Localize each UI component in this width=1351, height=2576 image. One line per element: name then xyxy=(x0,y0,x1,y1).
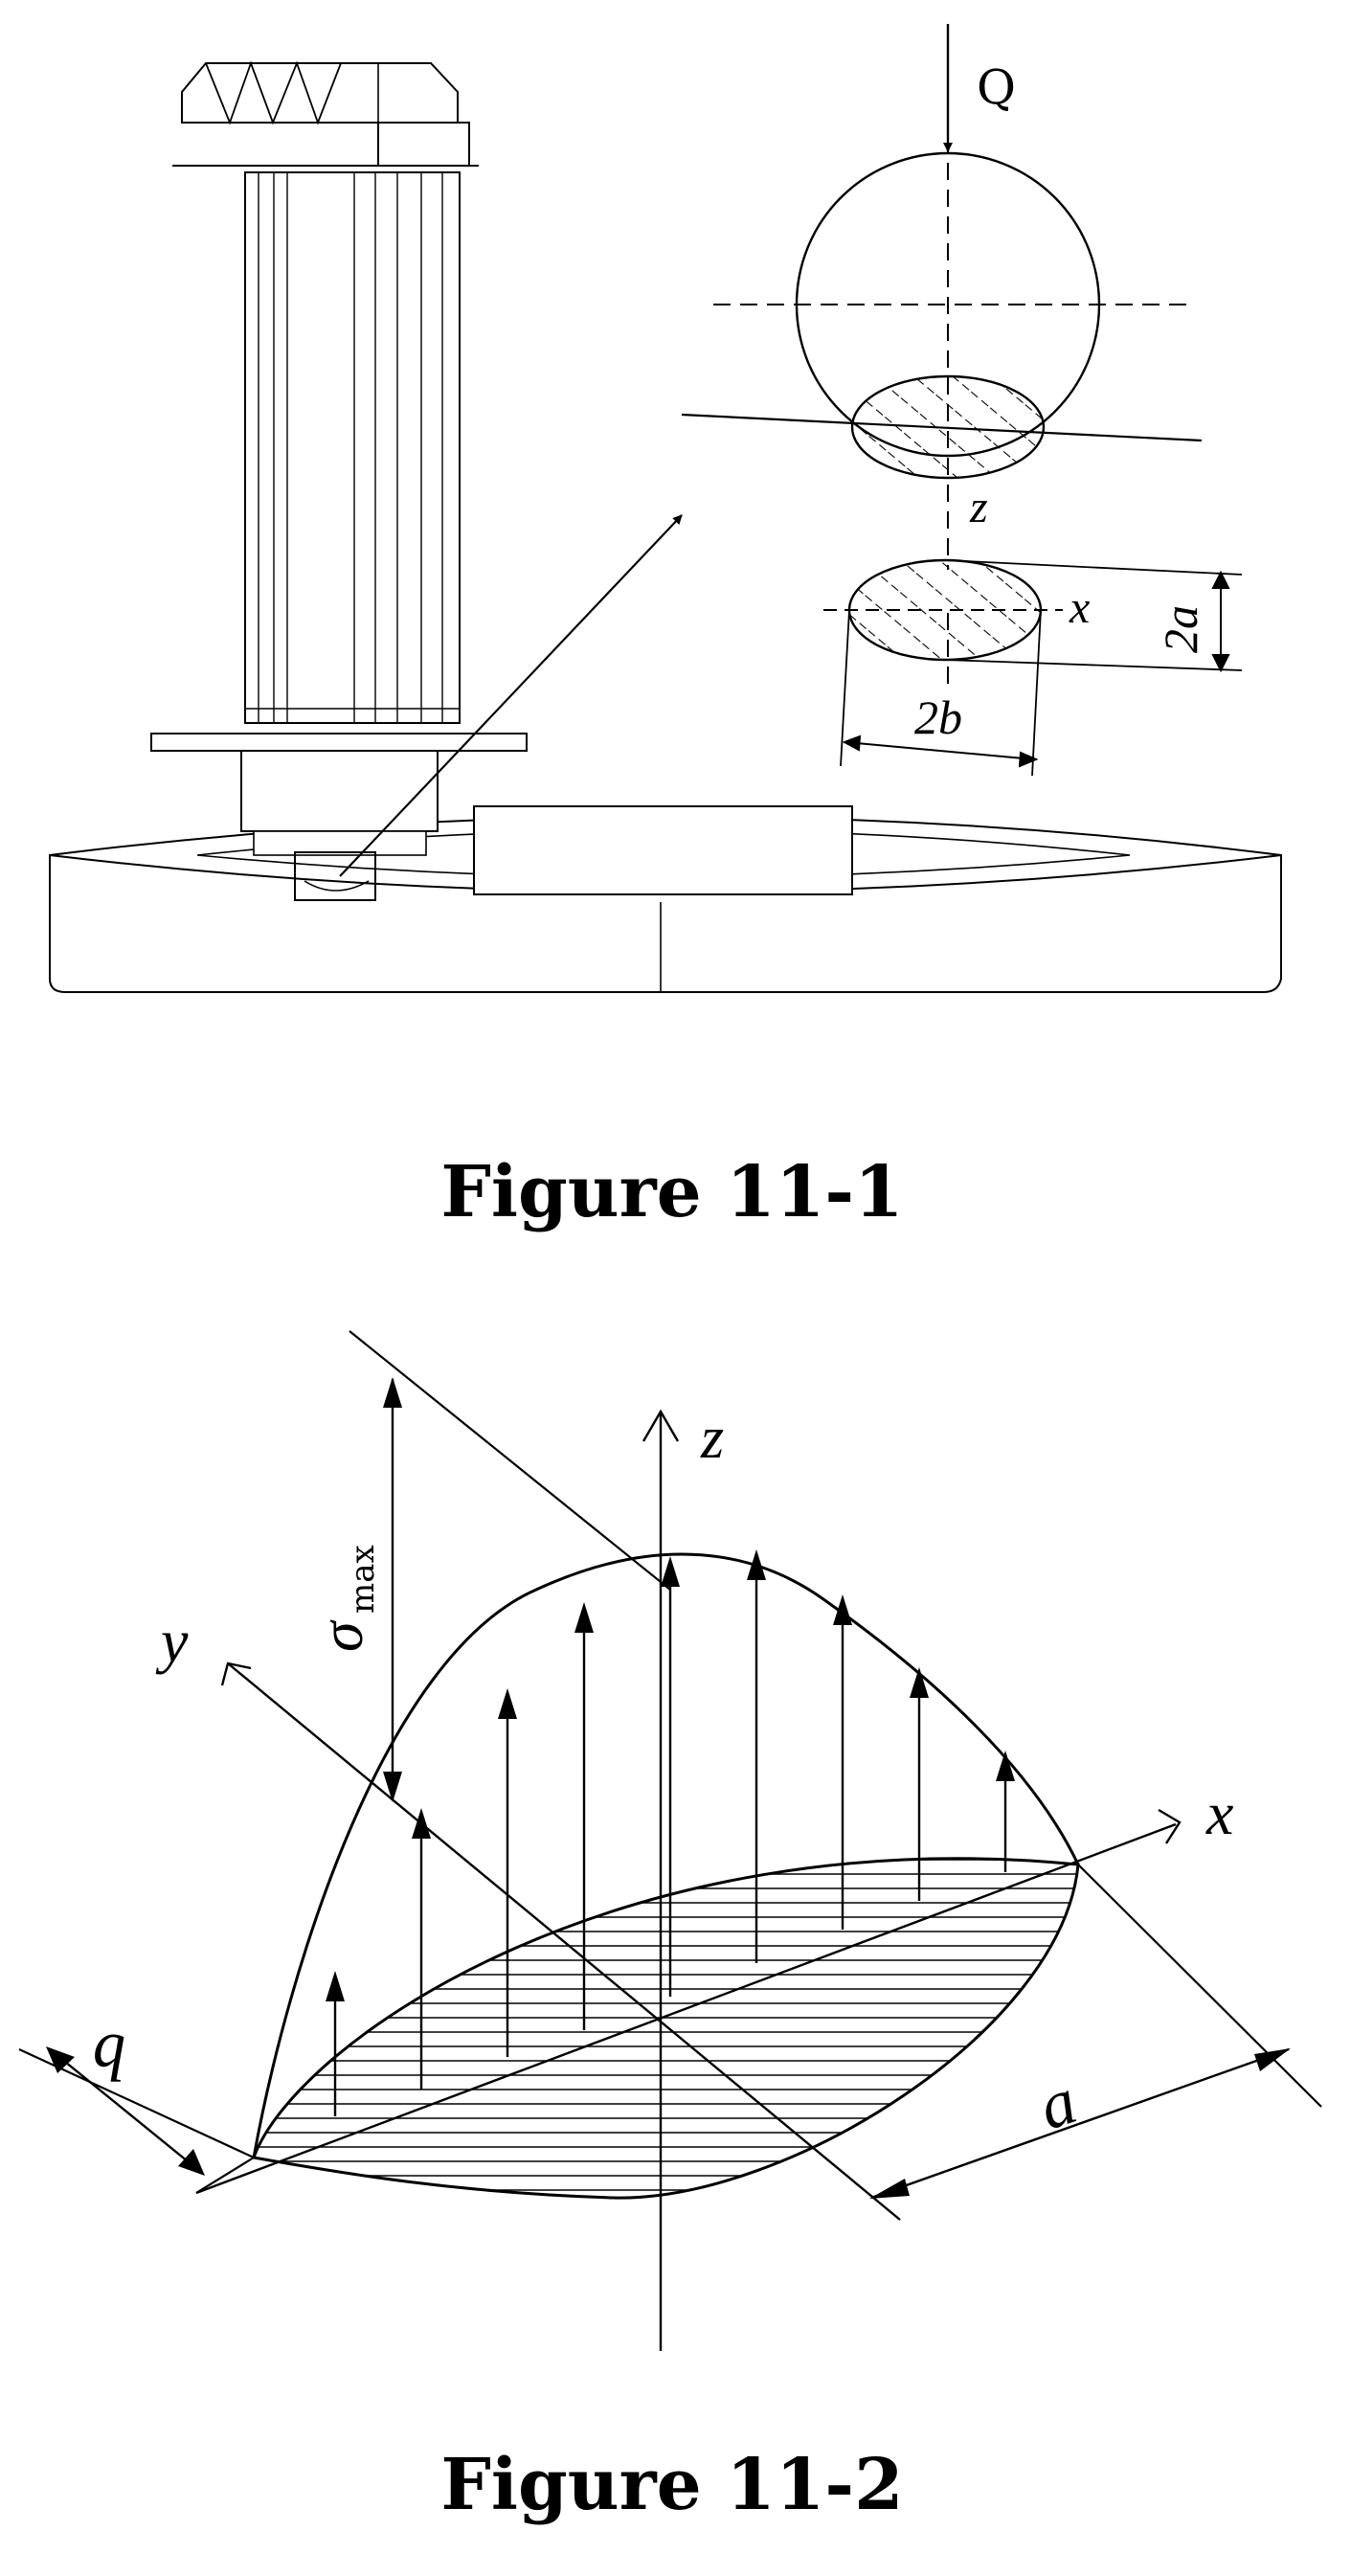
caption-figure-11-2: Figure 11-2 xyxy=(440,2444,903,2526)
dimension-a-arrow xyxy=(870,2047,1290,2200)
x-axis-fig2 xyxy=(195,1822,1177,2195)
detail-pointer-arrow xyxy=(339,514,683,877)
label-2a: 2a xyxy=(1154,605,1207,653)
contact-patch-upper xyxy=(850,374,1046,480)
label-x-axis-fig2: x xyxy=(1205,1779,1233,1847)
label-a: a xyxy=(1030,2064,1085,2144)
label-sigma-max: σ max xyxy=(307,1545,382,1652)
caption-figure-11-1: Figure 11-1 xyxy=(440,1151,903,1233)
label-y-axis-fig2: y xyxy=(155,1607,189,1675)
label-x-axis-fig1: x xyxy=(1069,582,1090,633)
sigma-subscript: max xyxy=(344,1545,382,1614)
stress-distribution-curve xyxy=(252,1552,1080,2158)
label-b: b xyxy=(93,2020,126,2093)
label-load-q: Q xyxy=(977,59,1016,115)
post-assembly xyxy=(150,60,528,856)
label-z-axis-fig2: z xyxy=(700,1406,724,1471)
figure-11-1 xyxy=(49,24,1282,993)
stress-arrows xyxy=(326,1549,1015,2116)
dimension-2b-arrow xyxy=(845,741,1035,760)
label-2b: 2b xyxy=(914,690,962,744)
label-z-axis-fig1: z xyxy=(969,482,988,532)
y-axis-fig2 xyxy=(227,1662,901,2221)
base-block xyxy=(473,805,853,895)
figure-11-2 xyxy=(18,1330,1322,2351)
contact-detail-box xyxy=(294,851,376,901)
sigma-reference-line xyxy=(349,1330,671,1591)
sigma-symbol: σ xyxy=(307,1619,375,1652)
contact-ellipse-base xyxy=(251,1857,1080,2200)
dimension-b-arrow xyxy=(49,2048,204,2175)
